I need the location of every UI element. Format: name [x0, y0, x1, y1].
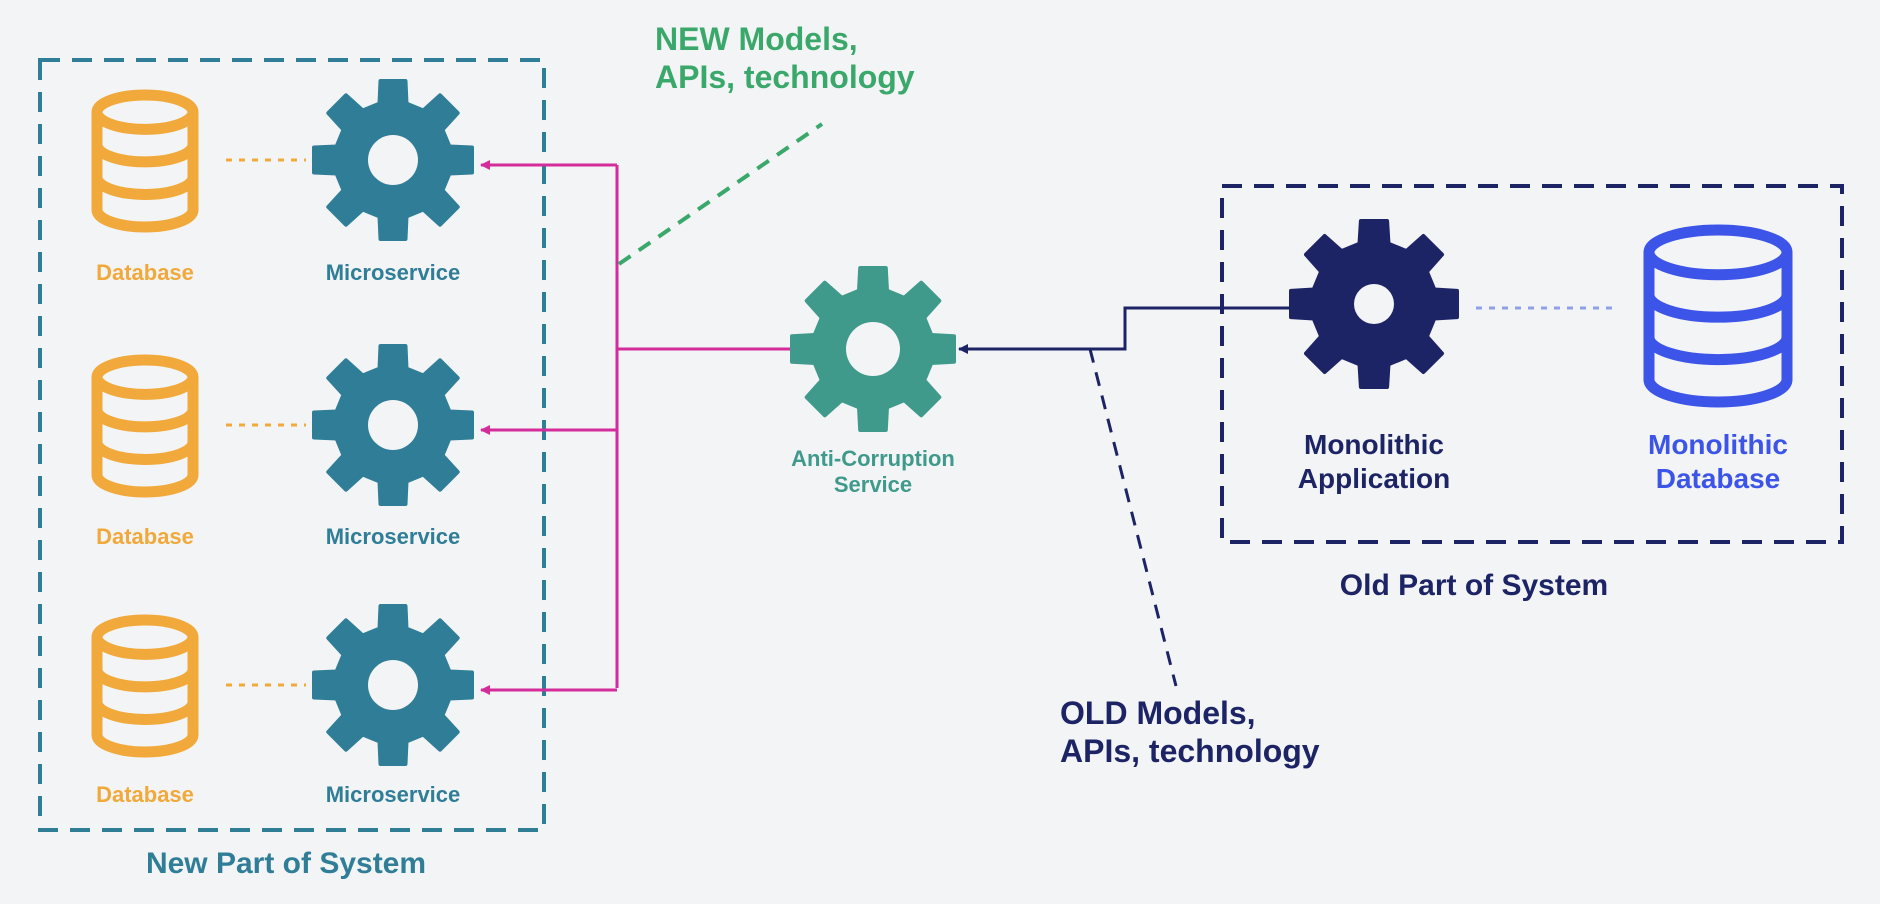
anti-corruption-label: Anti-Corruption Service	[791, 446, 955, 499]
new-models-note: NEW Models, APIs, technology	[655, 20, 915, 97]
monolithic-database-label-line2: Database	[1655, 462, 1781, 494]
microservice-gear-icon-3	[312, 604, 474, 766]
monolith-to-acs-arrow	[958, 306, 1292, 354]
new-system-box	[38, 58, 546, 832]
new-note-leader	[617, 122, 824, 266]
new-models-note-line1: NEW Models,	[655, 21, 858, 57]
old-models-note: OLD Models, APIs, technology	[1060, 694, 1320, 771]
microservice-gear-icon-2	[312, 344, 474, 506]
anti-corruption-label-line1: Anti-Corruption	[791, 446, 955, 471]
old-models-note-line2: APIs, technology	[1060, 733, 1320, 770]
database-icon-2	[91, 354, 199, 498]
microservice-label-2: Microservice	[325, 524, 461, 549]
monolithic-database-label-line1: Monolithic	[1648, 429, 1788, 460]
database-label-1: Database	[96, 260, 194, 285]
microservice-label-1: Microservice	[325, 260, 461, 285]
monolithic-database-label: Monolithic Database	[1648, 428, 1788, 495]
database-icon-1	[91, 89, 199, 233]
monolithic-database-icon	[1643, 224, 1793, 408]
monolithic-application-label: Monolithic Application	[1298, 428, 1450, 495]
old-system-box	[1220, 184, 1844, 544]
anti-corruption-gear-icon	[790, 266, 956, 432]
new-models-note-line2: APIs, technology	[655, 59, 915, 96]
monolithic-application-gear-icon	[1289, 219, 1459, 389]
database-label-3: Database	[96, 782, 194, 807]
database-icon-3	[91, 614, 199, 758]
old-note-leader	[1088, 348, 1178, 687]
new-system-label: New Part of System	[145, 847, 427, 880]
old-models-note-line1: OLD Models,	[1060, 695, 1256, 731]
old-system-label: Old Part of System	[1339, 569, 1609, 602]
microservice-label-3: Microservice	[325, 782, 461, 807]
microservice-gear-icon-1	[312, 79, 474, 241]
monolithic-application-label-line2: Application	[1297, 462, 1451, 494]
anti-corruption-label-line2: Service	[833, 472, 913, 498]
database-label-2: Database	[96, 524, 194, 549]
monolithic-application-label-line1: Monolithic	[1304, 429, 1444, 460]
